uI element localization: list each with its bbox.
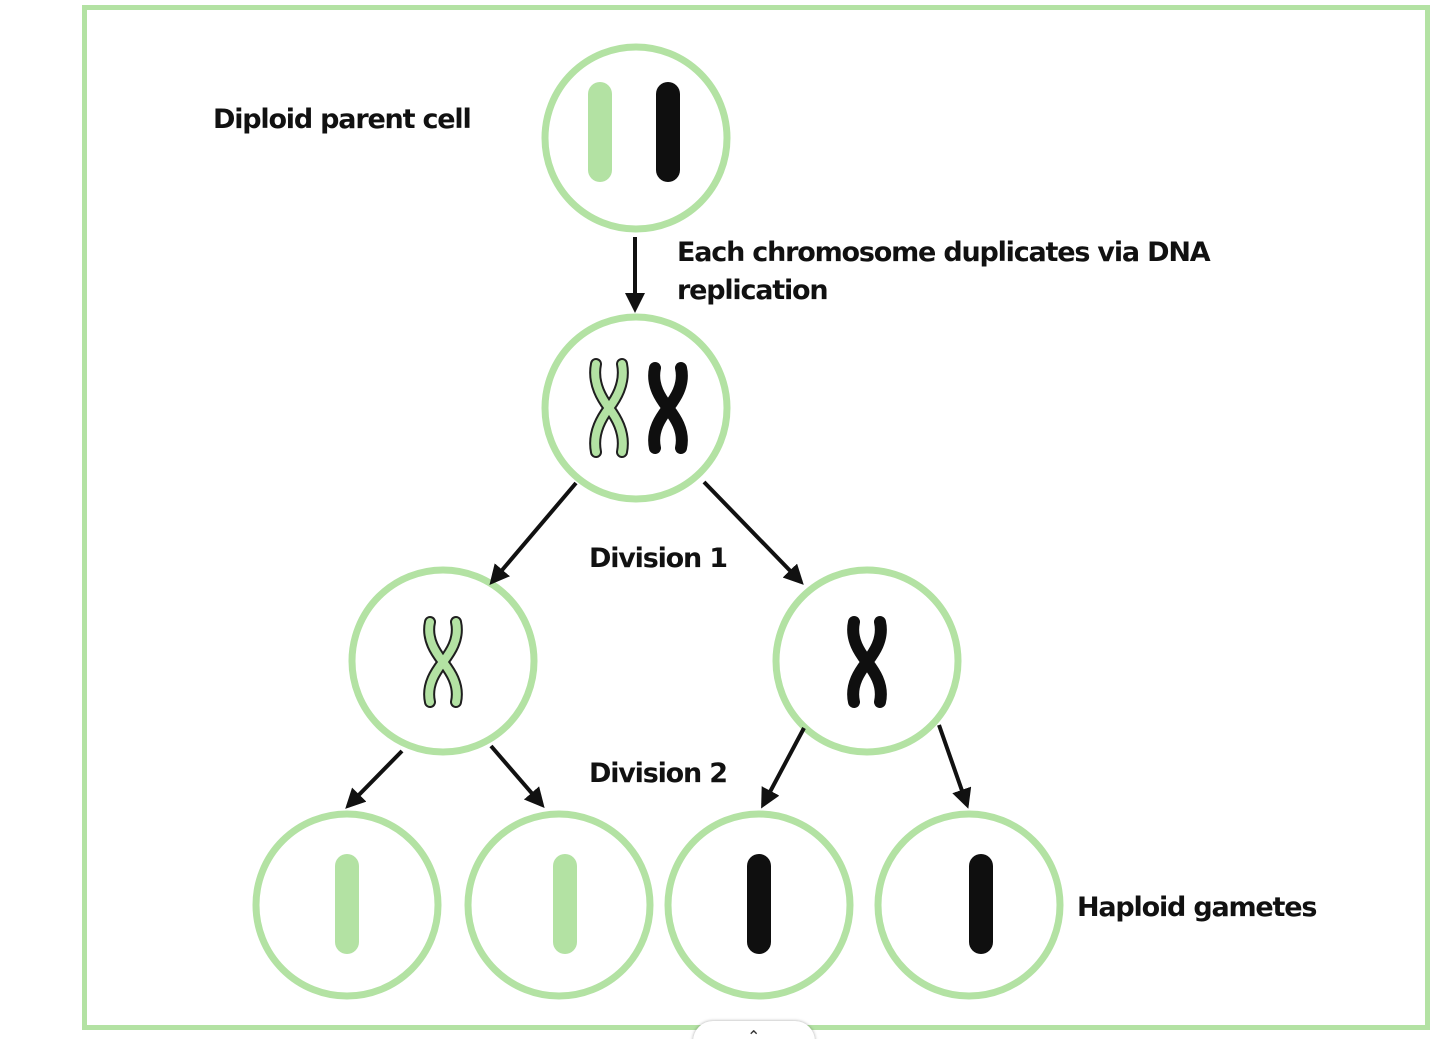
arrows: [345, 237, 972, 809]
arrow-division2-2: [489, 744, 545, 809]
label-haploid-gametes: Haploid gametes: [1077, 892, 1317, 923]
label-division-2: Division 2: [589, 758, 728, 789]
chromosome-rod-black: [656, 82, 680, 182]
chromosome-x-black: [847, 616, 887, 708]
arrow-division1-right: [702, 480, 804, 585]
chromosome-rod-green: [335, 854, 359, 954]
arrow-division2-1: [345, 749, 404, 809]
arrow-division1-left: [489, 481, 578, 586]
chromosome-rod-black: [747, 854, 771, 954]
label-dna-replication: Each chromosome duplicates via DNA repli…: [677, 237, 1211, 306]
chromosome-x-green: [423, 616, 463, 708]
single-chromosomes: [335, 82, 993, 954]
label-division-1: Division 1: [589, 543, 728, 574]
chromosome-rod-black: [969, 854, 993, 954]
arrow-division2-4: [937, 724, 972, 809]
cell-replicated: [541, 313, 731, 503]
arrow-division2-3: [761, 727, 806, 809]
chromosome-x-green: [589, 358, 629, 458]
chromosome-x-black: [648, 362, 688, 454]
cells: [252, 43, 1064, 1000]
label-diploid-parent-cell: Diploid parent cell: [213, 104, 472, 135]
duplicated-chromosomes: [423, 358, 887, 708]
up-chevron-icon: ⌃: [747, 1027, 761, 1039]
chromosome-rod-green: [588, 82, 612, 182]
chromosome-rod-green: [553, 854, 577, 954]
scroll-handle[interactable]: ⌃: [693, 1021, 815, 1039]
cell-parent: [541, 43, 731, 233]
